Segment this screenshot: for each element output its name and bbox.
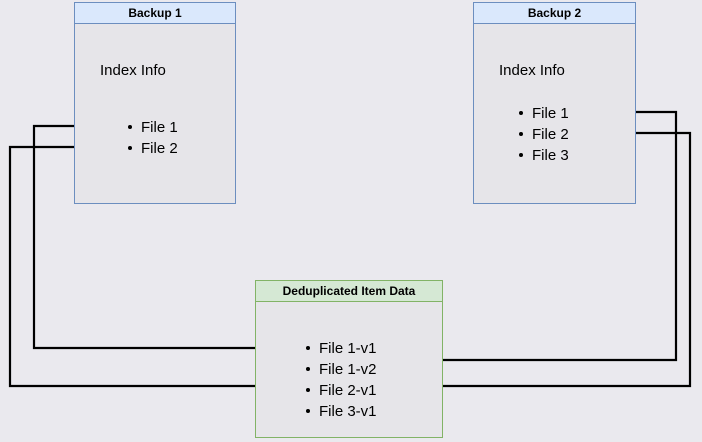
backup1-file-label: File 2 (141, 140, 178, 157)
backup2-file-label: File 2 (532, 126, 569, 143)
bullet-icon (519, 153, 523, 157)
backup2-title: Backup 2 (474, 3, 635, 24)
backup1-file-item[interactable]: File 2 (128, 138, 178, 159)
backup1-file-list: File 1 File 2 (128, 117, 178, 159)
dedup-item[interactable]: File 3-v1 (306, 401, 377, 422)
dedup-item-label: File 1-v1 (319, 340, 377, 357)
dedup-item-label: File 2-v1 (319, 382, 377, 399)
bullet-icon (128, 125, 132, 129)
bullet-icon (306, 367, 310, 371)
dedup-item[interactable]: File 2-v1 (306, 380, 377, 401)
dedup-item-label: File 3-v1 (319, 403, 377, 420)
bullet-icon (306, 388, 310, 392)
dedup-item-list: File 1-v1 File 1-v2 File 2-v1 File 3-v1 (306, 338, 377, 422)
backup2-file-label: File 3 (532, 147, 569, 164)
dedup-item-label: File 1-v2 (319, 361, 377, 378)
backup2-file-item[interactable]: File 2 (519, 124, 569, 145)
bullet-icon (519, 132, 523, 136)
backup2-box[interactable]: Backup 2 Index Info File 1 File 2 File 3 (473, 2, 636, 204)
backup1-subtitle: Index Info (100, 62, 166, 79)
backup2-file-list: File 1 File 2 File 3 (519, 103, 569, 166)
bullet-icon (128, 146, 132, 150)
bullet-icon (306, 409, 310, 413)
backup2-file-label: File 1 (532, 105, 569, 122)
backup2-file-item[interactable]: File 3 (519, 145, 569, 166)
dedup-box[interactable]: Deduplicated Item Data File 1-v1 File 1-… (255, 280, 443, 438)
backup2-subtitle: Index Info (499, 62, 565, 79)
backup2-file-item[interactable]: File 1 (519, 103, 569, 124)
backup1-file-item[interactable]: File 1 (128, 117, 178, 138)
backup1-box[interactable]: Backup 1 Index Info File 1 File 2 (74, 2, 236, 204)
bullet-icon (519, 111, 523, 115)
dedup-item[interactable]: File 1-v2 (306, 359, 377, 380)
dedup-title: Deduplicated Item Data (256, 281, 442, 302)
backup1-file-label: File 1 (141, 119, 178, 136)
dedup-item[interactable]: File 1-v1 (306, 338, 377, 359)
bullet-icon (306, 346, 310, 350)
backup1-title: Backup 1 (75, 3, 235, 24)
